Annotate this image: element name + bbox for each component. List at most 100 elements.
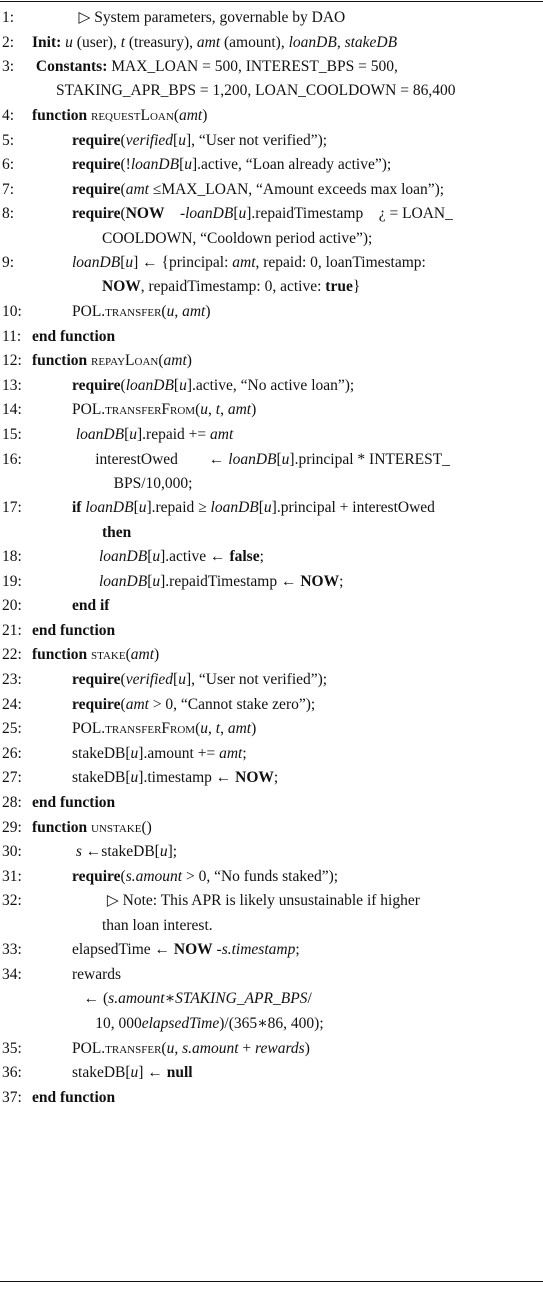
line-text-segment: amt <box>178 106 203 124</box>
line-content: end function <box>32 325 115 350</box>
line-text-segment: (amount), <box>220 33 289 51</box>
algorithm-line: 2:Init: u (user), t (treasury), amt (amo… <box>0 31 543 56</box>
line-text-segment: ], “User not verified”); <box>185 671 328 689</box>
line-text-segment: , <box>208 401 216 419</box>
line-number: 9: <box>2 254 15 272</box>
algorithm-line: 1: ▷ System parameters, governable by DA… <box>0 6 543 31</box>
line-number: 10: <box>2 302 22 320</box>
line-text-segment: u <box>166 1039 175 1057</box>
line-number: 25: <box>2 720 22 738</box>
line-text-segment: s.amount <box>125 867 183 885</box>
line-number: 23: <box>2 671 22 689</box>
line-text-segment: - <box>164 205 186 223</box>
line-text-segment: amt <box>232 254 256 272</box>
line-text-segment: rewards <box>255 1039 305 1057</box>
line-text-segment: , <box>174 1039 183 1057</box>
algorithm-line: 32: ▷ Note: This APR is likely unsustain… <box>0 889 543 938</box>
line-text-segment: [ <box>133 499 139 517</box>
algorithm-line: 13:require(loanDB[u].active, “No active … <box>0 374 543 399</box>
line-content: interestOwed ← loanDB[u].principal * INT… <box>72 448 450 473</box>
algorithm-line: 27:stakeDB[u].timestamp ← NOW; <box>0 766 543 791</box>
line-text-segment: COOLDOWN, “Cooldown period active”); <box>102 229 373 247</box>
line-text-segment: u <box>281 450 290 468</box>
line-number: 36: <box>2 1064 22 1082</box>
line-text-segment: u <box>238 205 247 223</box>
line-text-segment: s.amount∗STAKING_APR_BPS <box>108 990 308 1008</box>
line-text-segment: u <box>130 769 139 787</box>
line-text-segment: (! <box>120 156 131 174</box>
line-number: 29: <box>2 818 22 836</box>
line-text-segment: Init: <box>32 33 62 51</box>
line-text-segment: )/(365∗86, 400); <box>219 1015 324 1032</box>
line-text-segment: function <box>32 106 88 124</box>
line-text-segment: ].principal * INTEREST_ <box>289 450 450 468</box>
line-text-segment: end function <box>32 794 116 812</box>
line-text-segment: Constants: <box>32 58 108 76</box>
line-text-segment: ].repaidTimestamp ← <box>160 572 301 590</box>
line-text-segment: [ <box>276 450 282 468</box>
algorithm-line: 34:rewards <box>0 963 543 988</box>
line-text-segment: s <box>75 843 82 861</box>
line-text-segment: ].active ← <box>160 548 230 566</box>
line-text-segment: POL. <box>72 302 106 320</box>
line-content: require(s.amount > 0, “No funds staked”)… <box>72 865 338 890</box>
algorithm-line: 15: loanDB[u].repaid += amt <box>0 423 543 448</box>
line-number: 8: <box>2 205 15 223</box>
line-text-segment: ; <box>273 769 279 787</box>
line-content: loanDB[u].active ← false; <box>99 545 264 570</box>
line-content: require(amt ≤MAX_LOAN, “Amount exceeds m… <box>72 178 444 203</box>
line-text-segment: ], “User not verified”); <box>185 131 328 149</box>
line-text-segment: ; <box>295 941 300 959</box>
algorithm-block: 1: ▷ System parameters, governable by DA… <box>0 6 543 1110</box>
line-number: 37: <box>2 1088 22 1106</box>
algorithm-line: 10:POL.transfer(u, amt) <box>0 300 543 325</box>
line-text-segment: verified <box>125 131 174 149</box>
line-text-segment: ( <box>120 376 126 394</box>
line-text-segment: stakeDB[ <box>72 769 131 787</box>
line-content: loanDB[u].repaid += amt <box>72 423 233 448</box>
line-content: require(!loanDB[u].active, “Loan already… <box>72 153 391 178</box>
line-text-segment: elapsedTime ← <box>72 941 174 959</box>
line-content: stakeDB[u].amount += amt; <box>72 742 247 767</box>
line-number: 21: <box>2 621 22 639</box>
algorithm-line: 20:end if <box>0 594 543 619</box>
line-text-segment: ] ← {principal: <box>133 254 233 272</box>
line-content: ▷ Note: This APR is likely unsustainable… <box>72 889 420 914</box>
algorithm-line: 16: interestOwed ← loanDB[u].principal *… <box>0 448 543 497</box>
line-text-segment: u <box>178 671 186 689</box>
line-number: 32: <box>2 892 22 910</box>
line-text-segment: loanDB <box>288 33 337 51</box>
line-text-segment: 10, 000 <box>72 1015 142 1032</box>
line-content: POL.transfer(u, s.amount + rewards) <box>72 1037 310 1062</box>
line-text-segment: ].repaid ≥ <box>146 499 211 517</box>
line-text-segment: POL. <box>72 401 106 419</box>
line-text-segment: BPS/10,000; <box>102 474 193 492</box>
line-text-segment: s.amount <box>182 1039 239 1057</box>
algorithm-line: 28:end function <box>0 791 543 816</box>
line-number: 27: <box>2 769 22 787</box>
line-content: Constants: MAX_LOAN = 500, INTEREST_BPS … <box>32 55 398 80</box>
line-text-segment: function <box>32 352 88 370</box>
line-text-segment: u <box>166 302 175 320</box>
line-text-segment: ( <box>120 180 126 198</box>
line-text-segment: loanDB <box>228 450 277 468</box>
line-text-segment: u <box>65 33 73 51</box>
line-text-segment: ) <box>205 302 211 320</box>
line-number: 18: <box>2 548 22 566</box>
line-text-segment: > 0, “Cannot stake zero”); <box>148 695 316 713</box>
line-text-segment: u <box>200 720 209 738</box>
line-text-segment: , <box>336 33 345 51</box>
line-text-segment: [ <box>173 376 180 394</box>
line-text-segment: [ <box>179 156 185 174</box>
line-continuation: STAKING_APR_BPS = 1,200, LOAN_COOLDOWN =… <box>56 79 455 104</box>
line-number: 20: <box>2 597 22 615</box>
line-text-segment: u <box>178 131 186 149</box>
algorithm-line: 21:end function <box>0 619 543 644</box>
line-text-segment: end function <box>32 327 116 345</box>
line-text-segment: u <box>159 843 168 861</box>
bottom-rule <box>0 1281 543 1282</box>
line-number: 12: <box>2 352 22 370</box>
line-text-segment: ▷ Note: This APR is likely unsustainable… <box>72 892 420 910</box>
algorithm-line: 35:POL.transfer(u, s.amount + rewards) <box>0 1037 543 1062</box>
line-text-segment: unstake <box>91 818 142 836</box>
